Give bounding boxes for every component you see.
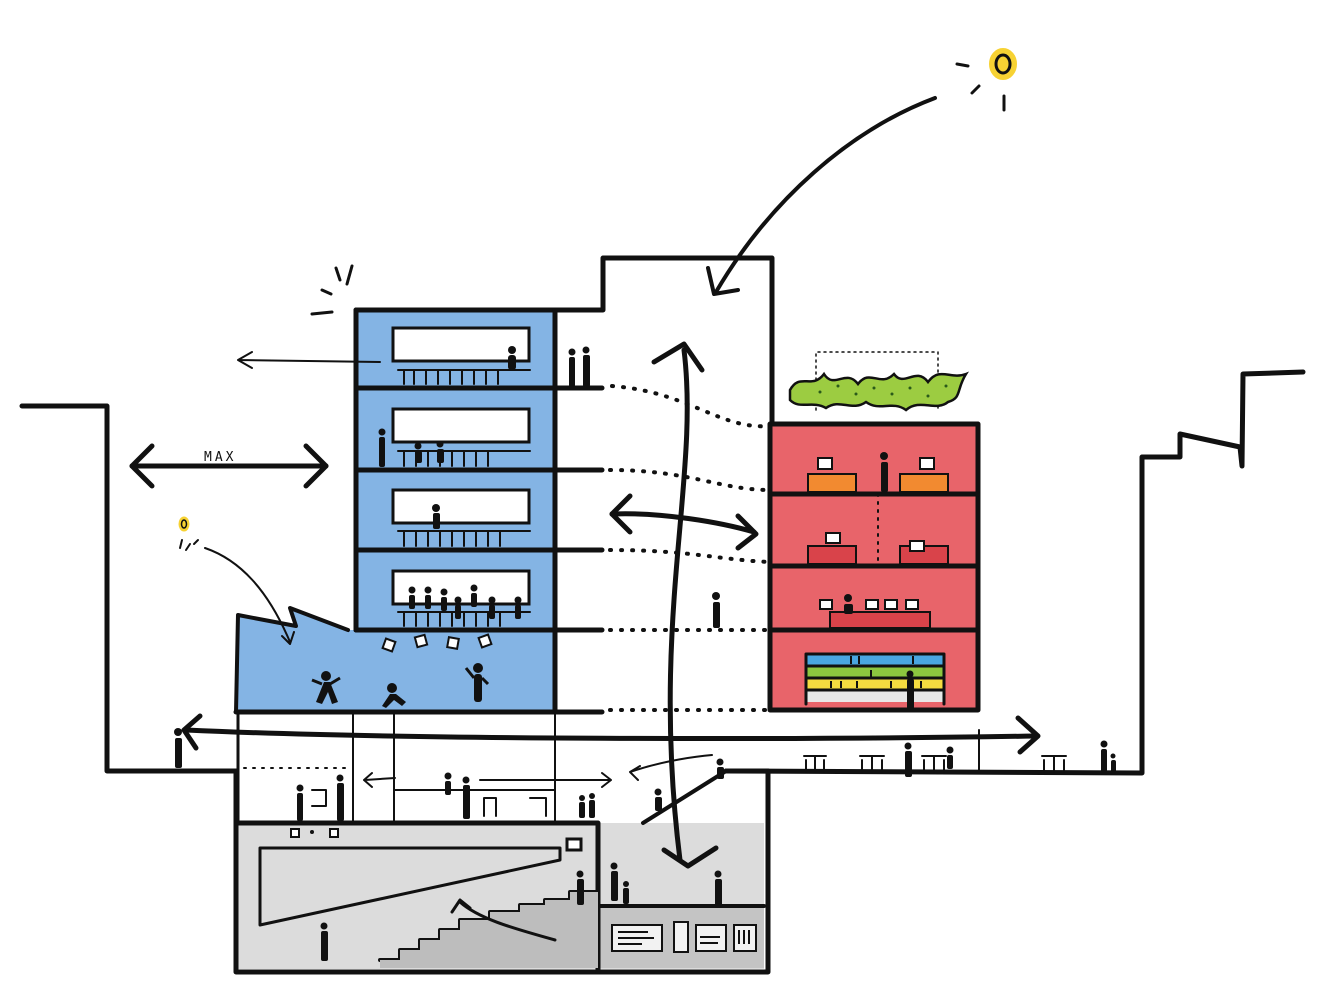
green-roof [788,351,970,412]
max-label: MAX [204,450,236,465]
max-width-arrow: MAX [129,443,329,489]
blue-furniture [397,369,531,627]
view-arrow [237,351,381,369]
basement [233,768,771,975]
people [174,346,1116,961]
bridge-arrow [609,493,759,551]
sun-icon [955,48,1017,112]
floor-connections [608,384,772,712]
ground-arrow [181,713,1041,755]
vertical-circulation-arrow [651,341,719,869]
sunlight-arrow [706,96,937,296]
red-building [767,421,981,713]
cafe-tables [311,755,1067,817]
spotlight-icon [290,828,339,838]
street-profile [19,369,1306,776]
stage-lights [381,633,493,653]
lobby-level [236,710,980,825]
blue-building [233,255,775,715]
lamp-icon [178,516,295,645]
projector-icon [565,837,583,852]
